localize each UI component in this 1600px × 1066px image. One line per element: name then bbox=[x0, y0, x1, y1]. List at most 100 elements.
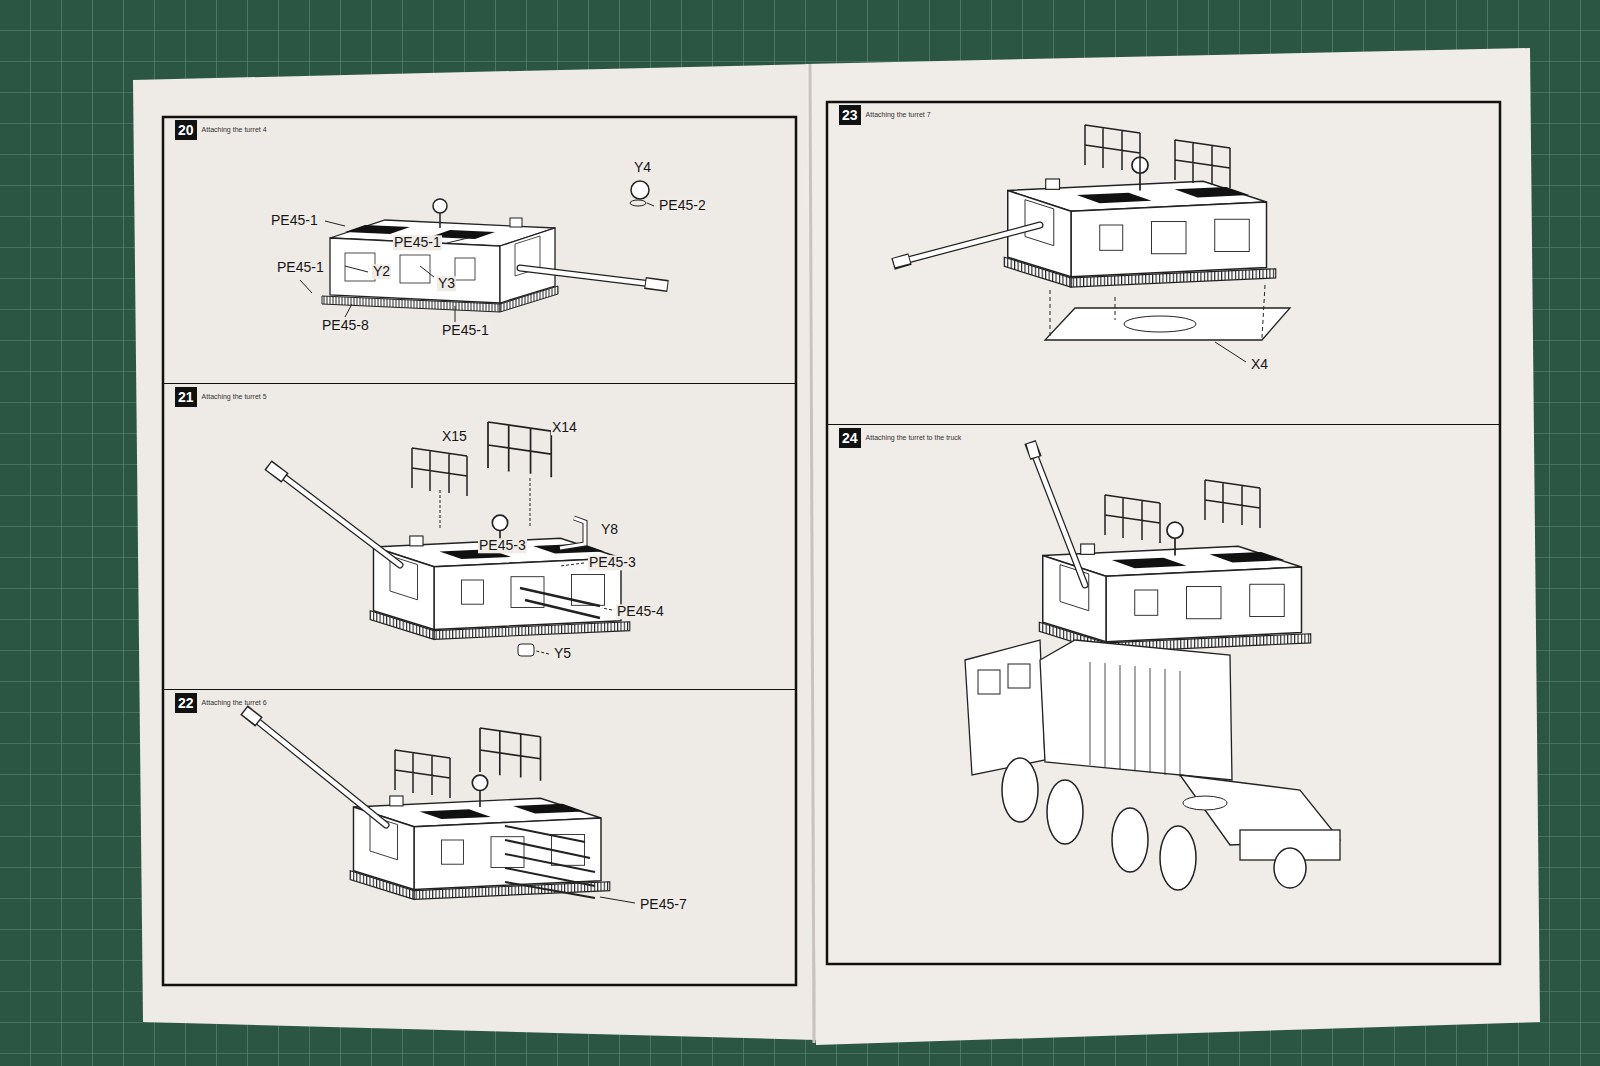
truck-drawing bbox=[1160, 826, 1196, 890]
turret-drawing bbox=[275, 470, 400, 565]
step-number: 21 bbox=[175, 387, 197, 407]
turret-drawing bbox=[250, 715, 386, 825]
truck-drawing bbox=[965, 640, 1045, 775]
turret-drawing bbox=[505, 826, 585, 842]
part-label: PE45-3 bbox=[478, 538, 527, 553]
turret-drawing bbox=[893, 125, 1290, 340]
truck-drawing bbox=[1039, 522, 1310, 652]
step-title: Attaching the turret to the truck bbox=[866, 434, 962, 442]
truck-drawing bbox=[1112, 808, 1148, 872]
part-label: PE45-1 bbox=[276, 260, 325, 275]
turret-drawing bbox=[518, 644, 534, 656]
truck-drawing bbox=[1002, 758, 1306, 890]
turret-drawing bbox=[520, 268, 660, 285]
turret-drawing bbox=[505, 854, 595, 872]
turret-drawing bbox=[520, 588, 600, 618]
booklet bbox=[133, 64, 816, 1040]
step-title: Attaching the turret 5 bbox=[202, 393, 267, 401]
part-label: PE45-1 bbox=[393, 235, 442, 250]
turret-drawing bbox=[1124, 316, 1196, 332]
step-panel: 21 Attaching the turret 5 bbox=[163, 383, 796, 689]
turret-drawing bbox=[894, 259, 909, 263]
step-panel: 22 Attaching the turret 6 bbox=[163, 689, 796, 985]
truck-drawing bbox=[1008, 664, 1030, 688]
leader-line bbox=[440, 478, 612, 654]
truck-drawing bbox=[1040, 640, 1232, 780]
leader-line bbox=[600, 897, 635, 903]
turret-drawing bbox=[646, 283, 667, 286]
turret-drawing bbox=[322, 199, 558, 312]
part-label: Y2 bbox=[372, 264, 391, 279]
truck-drawing bbox=[1274, 848, 1306, 888]
part-label: Y4 bbox=[633, 160, 652, 175]
leader-line bbox=[1215, 342, 1246, 362]
turret-drawing bbox=[480, 728, 541, 781]
step-title: Attaching the turret 4 bbox=[202, 126, 267, 134]
part-label: PE45-7 bbox=[639, 897, 688, 912]
turret-drawing bbox=[1262, 285, 1265, 338]
booklet bbox=[810, 64, 814, 1043]
leader-line bbox=[1215, 342, 1246, 362]
turret-drawing bbox=[244, 710, 259, 722]
leader-line bbox=[647, 203, 654, 206]
truck-drawing bbox=[1183, 796, 1227, 810]
turret-drawing bbox=[322, 181, 668, 312]
turret-drawing bbox=[1050, 290, 1051, 338]
leader-line bbox=[440, 490, 441, 530]
leader-line bbox=[325, 221, 345, 226]
truck-drawing bbox=[1047, 780, 1083, 844]
turret-drawing bbox=[505, 882, 595, 898]
part-label: X15 bbox=[441, 429, 468, 444]
part-label: PE45-1 bbox=[441, 323, 490, 338]
turret-drawing bbox=[520, 268, 660, 285]
leader-line bbox=[600, 897, 635, 903]
truck-drawing bbox=[1032, 448, 1085, 585]
turret-drawing bbox=[269, 466, 284, 477]
turret-drawing bbox=[268, 422, 630, 656]
step-number: 24 bbox=[839, 428, 861, 448]
turret-drawing bbox=[1175, 140, 1230, 188]
turret-drawing bbox=[245, 711, 258, 721]
part-label: PE45-4 bbox=[616, 604, 665, 619]
turret-drawing bbox=[244, 710, 610, 899]
booklet bbox=[133, 48, 1540, 1045]
turret-drawing bbox=[505, 826, 595, 898]
leader-line bbox=[602, 608, 612, 610]
turret-drawing bbox=[412, 448, 467, 496]
step-title: Attaching the turret 6 bbox=[202, 699, 267, 707]
turret-drawing bbox=[645, 283, 668, 286]
turret-drawing bbox=[630, 200, 646, 206]
leader-line bbox=[530, 478, 531, 528]
turret-drawing bbox=[1115, 297, 1116, 320]
truck-drawing bbox=[1031, 443, 1035, 457]
part-label: Y5 bbox=[553, 646, 572, 661]
leader-line bbox=[536, 651, 549, 654]
step-panel: 20Attaching the turret 4 bbox=[163, 117, 796, 383]
leader-line bbox=[300, 280, 312, 293]
turret-drawing bbox=[275, 470, 400, 565]
part-label: Y8 bbox=[600, 522, 619, 537]
leader-line bbox=[560, 563, 584, 566]
step-title: Attaching the turret 7 bbox=[866, 111, 931, 119]
turret-drawing bbox=[350, 775, 610, 899]
turret-drawing bbox=[560, 518, 585, 548]
truck-drawing bbox=[1105, 495, 1160, 543]
step-number: 23 bbox=[839, 105, 861, 125]
step-panel: 23 Attaching the turret 7 bbox=[827, 102, 1500, 424]
turret-drawing bbox=[893, 259, 910, 264]
booklet bbox=[163, 117, 796, 985]
part-label: X14 bbox=[551, 420, 578, 435]
turret-drawing bbox=[370, 515, 630, 639]
part-label: PE45-1 bbox=[270, 213, 319, 228]
truck-drawing bbox=[1205, 480, 1260, 528]
step-number: 22 bbox=[175, 693, 197, 713]
part-label: Y3 bbox=[437, 276, 456, 291]
part-label: PE45-3 bbox=[588, 555, 637, 570]
turret-drawing bbox=[1085, 125, 1140, 173]
turret-drawing bbox=[1045, 308, 1290, 340]
part-label: X4 bbox=[1250, 357, 1269, 372]
part-label: PE45-8 bbox=[321, 318, 370, 333]
part-label: PE45-2 bbox=[658, 198, 707, 213]
